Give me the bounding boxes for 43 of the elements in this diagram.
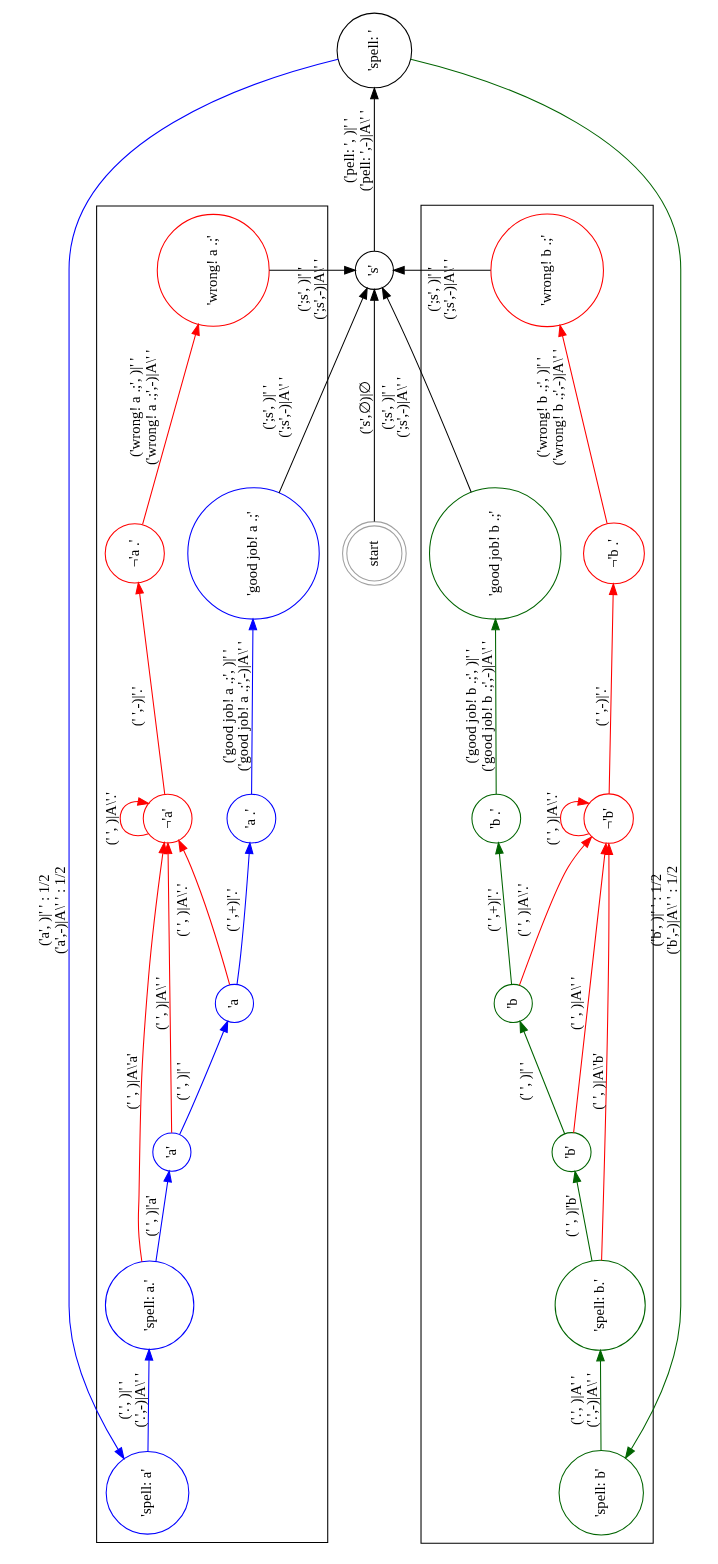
edge-label: (' ', )|A\'a' bbox=[124, 1052, 141, 1109]
edge-label: ('pell: ', )|' ' bbox=[341, 117, 358, 183]
edge-label: (' ',+)|'.' bbox=[223, 888, 240, 932]
edge-label: ('a', )|' ' : 1/2 bbox=[36, 873, 53, 946]
edge-label: (' ',+)|'.' bbox=[484, 888, 501, 932]
edge-label: ('b',-)|A\' ' : 1/2 bbox=[663, 865, 680, 954]
edge-label: ('.', )|' ' bbox=[115, 1380, 132, 1420]
edge-label: (';s', )|' ' bbox=[378, 384, 395, 430]
edge-label: (' ', )|A\' ' bbox=[568, 976, 585, 1030]
edge-label: (' ', )|' ' bbox=[517, 1061, 534, 1101]
edge-label: (';s', )|' ' bbox=[295, 266, 312, 312]
edge-label: ('b', )|' ' : 1/2 bbox=[647, 873, 664, 946]
edge-label: (';s', )|' ' bbox=[259, 384, 276, 430]
edge-label: (' ', )|A\'.' bbox=[103, 791, 120, 845]
edge-label: (' ', )|' ' bbox=[173, 1061, 190, 1101]
edge-label: ('good job! a .;', )|' ' bbox=[219, 648, 236, 763]
edge-label: (' ', )|'b' bbox=[563, 1194, 580, 1237]
edge-label: (';s', )|' ' bbox=[425, 266, 442, 312]
edge-label: ('good job! a .;',-)|A\' ' bbox=[235, 640, 252, 771]
edge-label: ('pell: ',-)|A\' ' bbox=[357, 109, 374, 191]
edge-label: ('good job! b .;',-)|A\' ' bbox=[479, 640, 496, 772]
edge-label: (' ',-)|'.' bbox=[592, 686, 609, 726]
edge-label: (' ',-)|'.' bbox=[129, 686, 146, 726]
edge-label: (';s',-)|A\' ' bbox=[440, 258, 457, 320]
edge-label: ('wrong! a .;',-)|A\' ' bbox=[143, 349, 160, 465]
edge-label: (';s',-)|A\' ' bbox=[311, 258, 328, 320]
edge-label: ('.',-)|A\' ' bbox=[131, 1372, 148, 1428]
edge-label: ('wrong! a .;', )|' ' bbox=[127, 357, 144, 457]
edge-label: ('wrong! b .;',-)|A\' ' bbox=[550, 348, 567, 465]
edge-label: (' ', )|A\'b' bbox=[589, 1052, 606, 1110]
edge-label: ('s',∅)|∅ bbox=[357, 380, 374, 434]
edge-label: ('.',-)|A\' ' bbox=[584, 1372, 601, 1428]
edge-label: ('wrong! b .;', )|' ' bbox=[534, 356, 551, 457]
edge-label: (' ', )|'a' bbox=[143, 1194, 160, 1237]
edge-label: ('a',-)|A\' ' : 1/2 bbox=[52, 865, 69, 954]
edge-label: (';s',-)|A\' ' bbox=[275, 376, 292, 438]
edge-label: (';s',-)|A\' ' bbox=[394, 376, 411, 438]
edge-label: (' ', )|A\'.' bbox=[515, 883, 532, 937]
edge-label: (' ', )|A\' ' bbox=[152, 976, 169, 1030]
edge-label: ('.', )|A' ' bbox=[568, 1375, 585, 1425]
edge-label: ('good job! b .;', )|' ' bbox=[463, 648, 480, 764]
edge-label: (' ', )|A\'.' bbox=[543, 791, 560, 845]
edge-label: (' ', )|A\'.' bbox=[173, 883, 190, 937]
